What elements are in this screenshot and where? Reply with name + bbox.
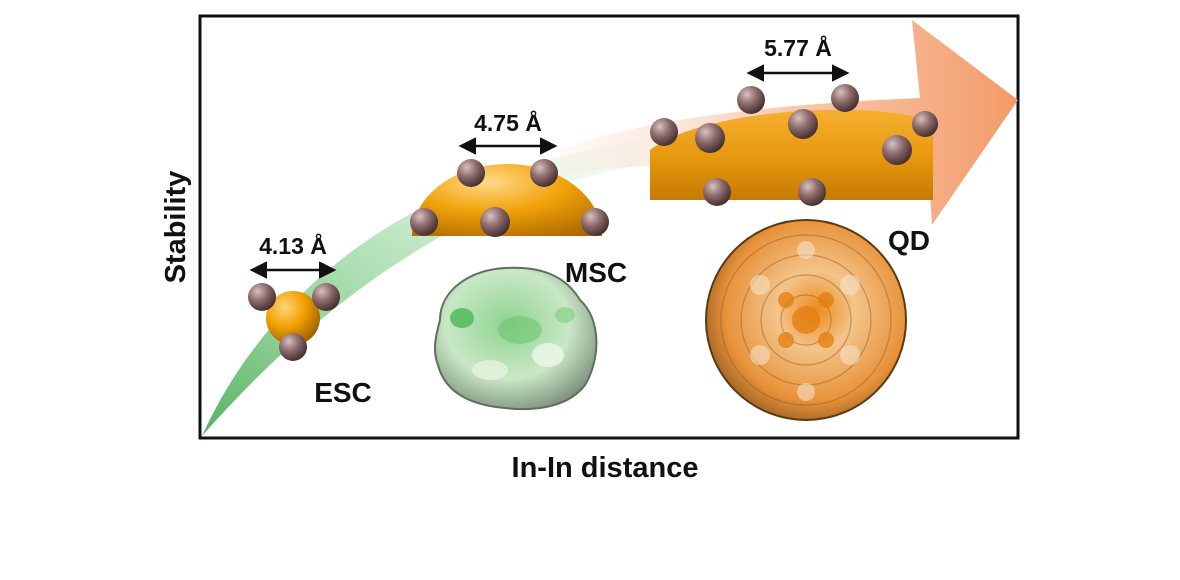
esc-cluster-model	[248, 283, 340, 361]
esc-distance-label: 4.13 Å	[259, 232, 327, 259]
msc-cluster-model	[410, 159, 609, 237]
esc-label: ESC	[314, 377, 372, 408]
qd-label: QD	[888, 225, 930, 256]
qd-distance-label: 5.77 Å	[764, 34, 832, 61]
msc-surface-model	[433, 266, 598, 411]
msc-distance-label: 4.75 Å	[474, 109, 542, 136]
qd-surface-model	[705, 219, 907, 421]
y-axis-label: Stability	[160, 171, 192, 284]
x-axis-label: In-In distance	[512, 452, 699, 484]
qd-cluster-model	[650, 84, 938, 206]
msc-label: MSC	[565, 257, 627, 288]
plot-frame	[198, 14, 1020, 440]
